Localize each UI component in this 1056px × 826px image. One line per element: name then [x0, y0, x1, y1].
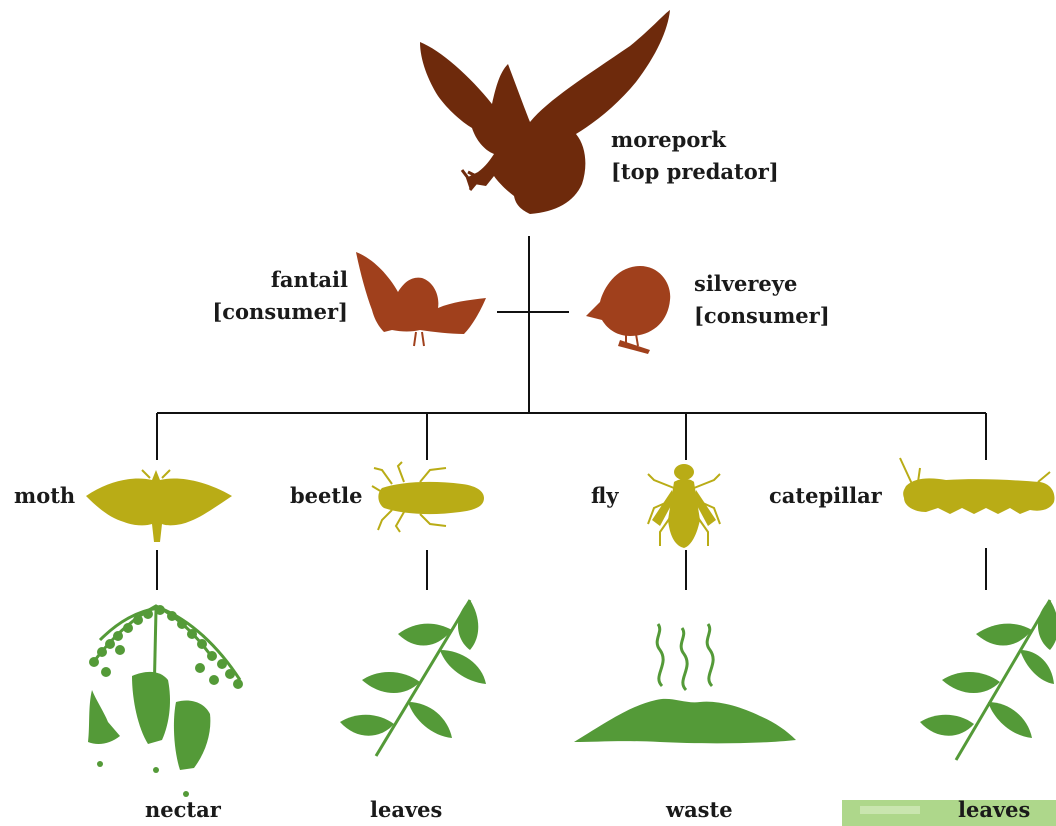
- morepork-name: morepork: [611, 124, 779, 156]
- leaf-branch-icon: [340, 600, 486, 756]
- caterpillar-icon: [900, 458, 1054, 514]
- morepork-role: [top predator]: [611, 156, 779, 188]
- fantail-name: fantail: [196, 264, 348, 296]
- moth-icon: [86, 470, 232, 542]
- leaves-label-1: leaves: [370, 794, 442, 826]
- moth-label: moth: [14, 480, 75, 512]
- fly-icon: [648, 464, 720, 548]
- fantail-icon: [356, 252, 486, 346]
- silvereye-label: silvereye [consumer]: [694, 268, 830, 332]
- leaf-branch-icon: [920, 600, 1056, 760]
- morepork-label: morepork [top predator]: [611, 124, 779, 188]
- beetle-icon: [372, 462, 484, 532]
- silvereye-role: [consumer]: [694, 300, 830, 332]
- leaves-label-2: leaves: [958, 794, 1030, 826]
- waste-icon: [574, 624, 796, 743]
- nectar-label: nectar: [145, 794, 221, 826]
- fly-label: fly: [591, 480, 618, 512]
- fantail-role: [consumer]: [196, 296, 348, 328]
- flower-icon: [88, 605, 243, 797]
- silvereye-name: silvereye: [694, 268, 830, 300]
- waste-label: waste: [666, 794, 733, 826]
- catepillar-label: catepillar: [769, 480, 882, 512]
- fantail-label: fantail [consumer]: [196, 264, 348, 328]
- beetle-label: beetle: [290, 480, 362, 512]
- silvereye-icon: [586, 266, 670, 354]
